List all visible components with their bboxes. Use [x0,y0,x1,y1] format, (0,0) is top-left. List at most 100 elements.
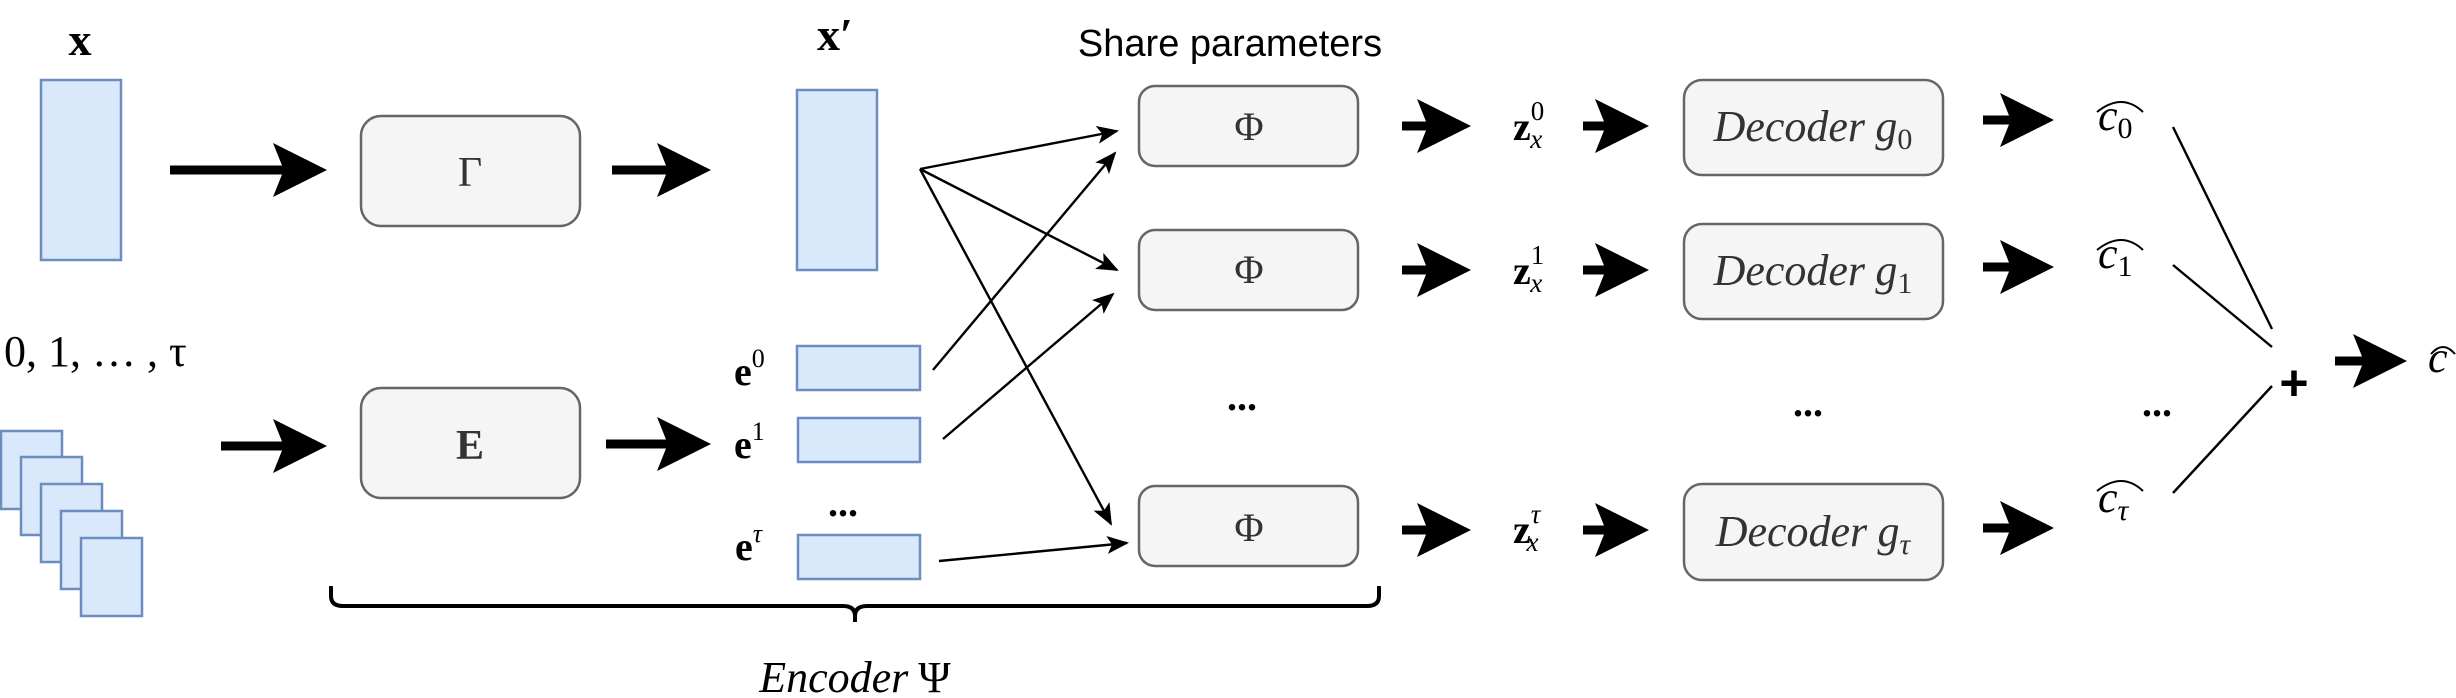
x-prime-label: x′ [817,9,853,60]
decoder-tau-word: Decoder [1715,507,1868,556]
ctau-hat-symbol [2096,480,2144,492]
time-index-stack [0,429,144,618]
encoder-symbol: Ψ [918,653,951,698]
z1-base: z [1513,248,1531,293]
ctau-base: c [2098,473,2118,522]
decoder-1-box [1682,222,1945,321]
phi-module-1: Φ [1137,228,1360,312]
phi-box [1137,84,1360,168]
phi-box [1137,228,1360,312]
c1-label: c1 [2098,229,2133,283]
embedding-e1-vector [796,416,922,464]
decoder-0-word: Decoder [1713,102,1866,151]
gamma-box [359,114,582,228]
phi-module-0: Φ [1137,84,1360,168]
embedding-module: E [359,386,582,500]
decoder-1-word: Decoder [1713,246,1866,295]
ctau-hat: cτ [2096,473,2144,527]
decoder-tau-sub: τ [1900,528,1912,561]
etau-sup: τ [753,519,764,548]
decoder-tau-box [1682,482,1945,582]
ctau-label: cτ [2098,473,2130,527]
etau-base: e [735,524,753,569]
line-c0-to-sum [2171,126,2274,330]
z1-sup: 1 [1531,240,1545,270]
sum-operator: + [2279,355,2308,411]
arrow-etau-to-phitau [938,535,1129,563]
ztau-sub: x [1525,527,1538,557]
input-x-vector [39,78,123,262]
z0-sub: x [1529,124,1542,154]
e0-base: e [734,349,752,394]
embedding-e0-label: e0 [734,344,765,394]
c1-hat-symbol [2096,239,2144,251]
e1-base: e [734,422,752,467]
phi-label: Φ [1234,247,1263,292]
arrow-xprime-to-phitau [918,168,1113,526]
c0-base: c [2098,91,2118,140]
ztau-sup: τ [1531,499,1542,529]
c0-hat-symbol [2096,101,2144,113]
embedding-etau-label: eτ [735,519,764,569]
embedding-e1-label: e1 [734,417,765,467]
c0-label: c0 [2098,91,2133,145]
arrow-e0-to-phi0 [932,151,1117,371]
gamma-module: Γ [359,114,582,228]
arrow-e1-to-phi1 [942,292,1115,440]
output-label: c [2428,333,2448,382]
embedding-e0-vector [795,344,922,392]
encoder-brace [329,586,1381,622]
e1-sup: 1 [752,417,765,446]
e0-sup: 0 [752,344,765,373]
decoder-0-box [1682,78,1945,177]
decoder-1-fn: g [1875,246,1897,295]
output-c-hat: c [2428,333,2456,382]
input-x-label: x [69,14,92,65]
output-ellipsis: ... [2142,380,2172,425]
embedding-etau-vector [796,533,922,581]
decoder-0-fn: g [1875,102,1897,151]
phi-box [1137,484,1360,568]
z1-sub: x [1529,268,1542,298]
phi-ellipsis: ... [1227,374,1257,419]
arrow-xprime-to-phi1 [919,167,1119,272]
encoder-word: Encoder [758,653,909,698]
z0-sup: 0 [1531,96,1545,126]
c1-base: c [2098,229,2118,278]
time-index-card [79,536,144,618]
line-ctau-to-sum [2172,385,2273,494]
c1-hat: c1 [2096,229,2144,283]
phi-label: Φ [1234,104,1263,149]
embedding-etau: eτ [735,519,922,581]
decoder-ellipsis: ... [1793,380,1823,425]
c0-sub: 0 [2118,112,2133,145]
ztau-base: z [1513,507,1531,552]
arrow-xprime-to-phi0 [919,125,1119,171]
embedding-e0: e0 [734,344,922,394]
decoder-tau-fn: g [1878,507,1900,556]
x-prime-vector [795,88,879,272]
decoder-0-sub: 0 [1897,123,1912,156]
gamma-label: Γ [458,150,482,196]
share-parameters-label: Share parameters [1078,23,1382,65]
phi-label: Φ [1234,505,1263,550]
line-c1-to-sum [2172,264,2273,348]
embedding-label: E [456,423,484,469]
embedding-e1: e1 [734,416,922,467]
phi-module-tau: Φ [1137,484,1360,568]
z0-base: z [1513,104,1531,149]
ctau-sub: τ [2118,494,2130,527]
embedding-box [359,386,582,500]
c1-sub: 1 [2118,250,2133,283]
output-hat-symbol [2430,346,2456,355]
